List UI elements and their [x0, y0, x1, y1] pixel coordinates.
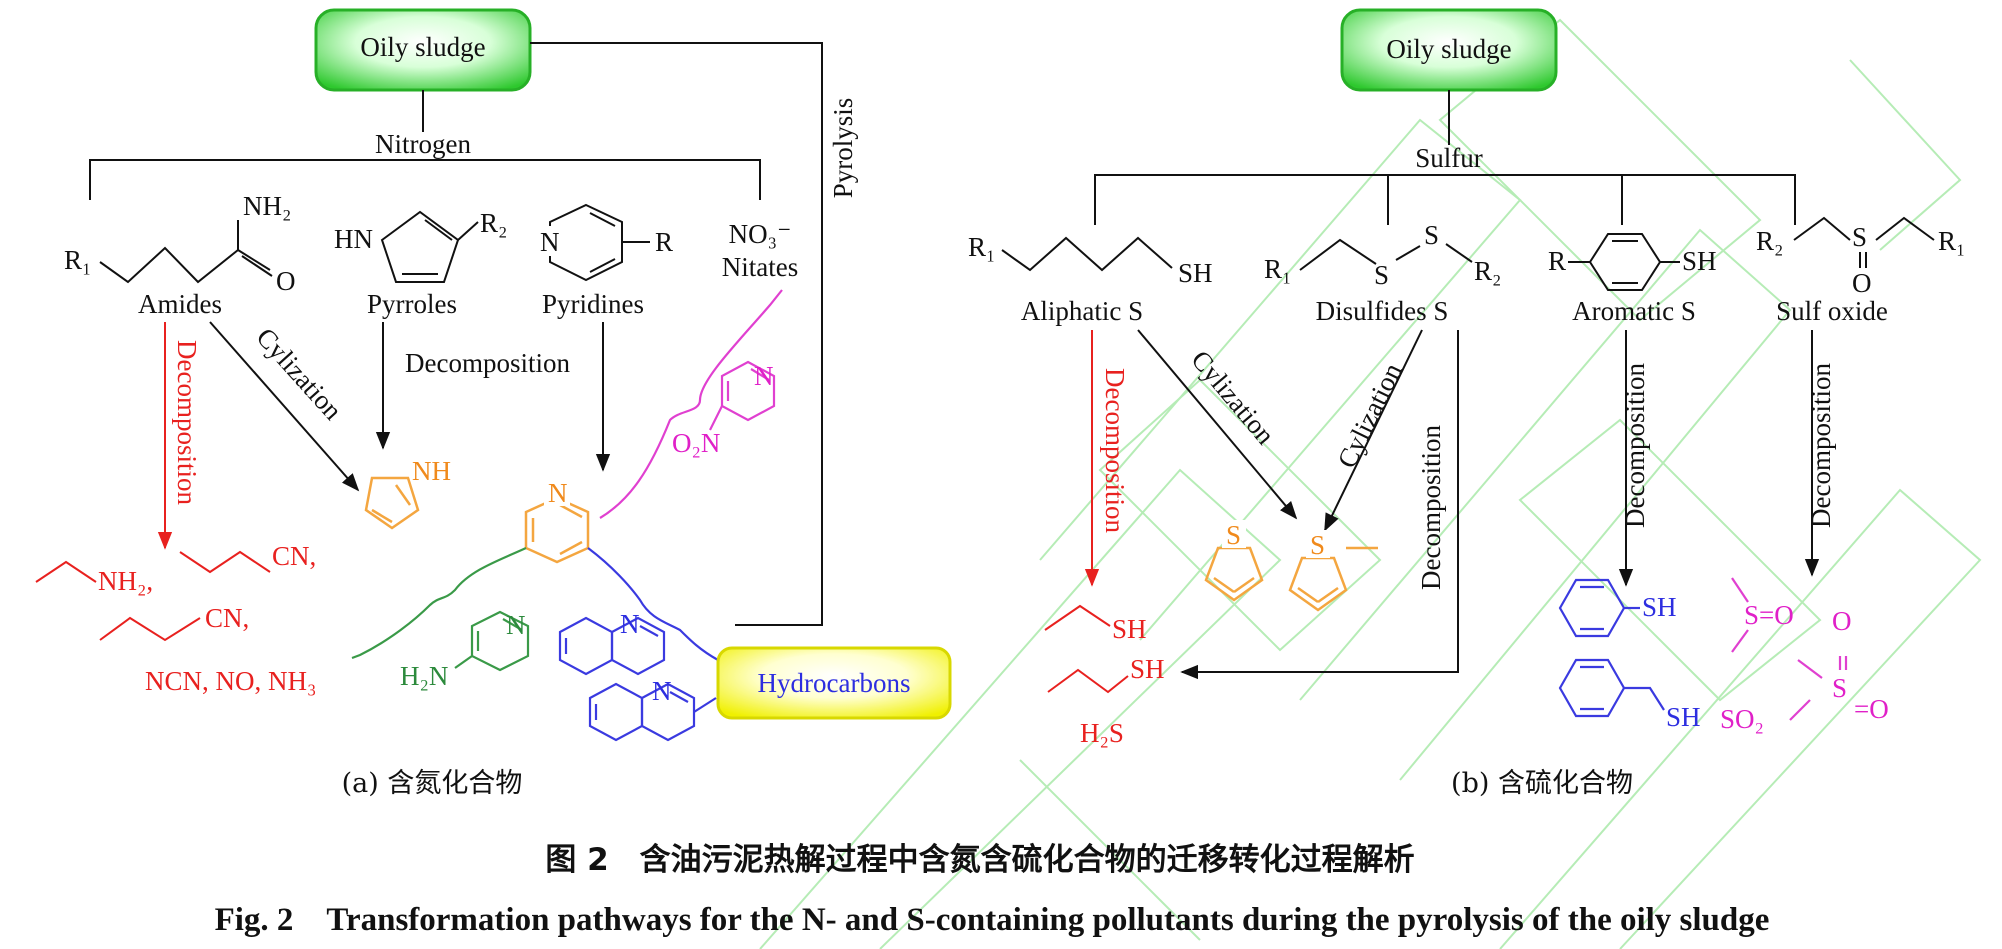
figure-caption-en: Fig. 2 Transformation pathways for the N… [215, 902, 1770, 938]
aliphatic-sh: SH [1178, 258, 1213, 288]
sulfoxide-label: Sulf oxide [1776, 296, 1888, 326]
product-pyridine: N [524, 478, 590, 564]
aromatic-r: R [1548, 246, 1566, 276]
quinoline-n: N [620, 609, 640, 639]
thiophene-s: S [1226, 520, 1241, 550]
decomposition-label: Decomposition [405, 348, 570, 378]
product-s-o: S=O [1744, 600, 1794, 630]
pyrrole-nh: NH [412, 456, 451, 486]
product-pyrrole: NH [364, 456, 451, 530]
product-sh2: SH [1130, 654, 1165, 684]
aliphatic-structure: R₁ SH Aliphatic S [968, 232, 1213, 326]
pyrrole-structure: HN R₂ Pyrroles [334, 208, 507, 319]
nitro-o2n: O₂N [672, 428, 720, 458]
product-h2n: H₂N [400, 661, 448, 691]
pyrrole-r2: R₂ [480, 208, 507, 238]
product-so2: SO₂ [1720, 704, 1764, 734]
thiophenol-sh: SH [1642, 592, 1677, 622]
hydrocarbons-box [716, 646, 952, 720]
pyrrole-hn: HN [334, 224, 373, 254]
product-h2s: H₂S [1080, 718, 1124, 748]
sulfone-s: S [1832, 673, 1847, 703]
product-cn1: CN, [272, 541, 316, 571]
cylization-1-label: Cylization [1185, 345, 1281, 451]
aromatic-structure: R SH Aromatic S [1548, 233, 1717, 326]
nitro-n: N [754, 361, 774, 391]
methylthiophene-s: S [1310, 530, 1325, 560]
aromatic-label: Aromatic S [1572, 296, 1696, 326]
aromatic-sh: SH [1682, 246, 1717, 276]
pyridine-n: N [540, 227, 560, 257]
disulfide-s2: S [1424, 220, 1439, 250]
aromatic-decomposition-label: Decomposition [1620, 363, 1650, 528]
sulfone-o-top: O [1832, 606, 1852, 636]
quinoline2-n: N [652, 676, 672, 706]
disulfide-structure: R₁ S S R₂ Disulfides S [1264, 220, 1501, 326]
amide-decomposition-label: Decomposition [172, 340, 202, 505]
aliphatic-label: Aliphatic S [1021, 296, 1143, 326]
sulfoxide-structure: R₂ S O R₁ Sulf oxide [1756, 216, 1965, 326]
disulfide-s1: S [1374, 260, 1389, 290]
sulfoxide-r2: R₂ [1756, 226, 1783, 256]
amide-nh2: NH₂ [243, 191, 291, 221]
pyridine-structure: N R Pyridines [536, 203, 673, 319]
hydrocarbons-label: Hydrocarbons [758, 668, 911, 698]
product-thiophene: S [1204, 520, 1264, 602]
disulfide-r2: R₂ [1474, 256, 1501, 286]
watermark [759, 18, 1982, 949]
sulfoxide-o: O [1852, 268, 1872, 298]
product-nitropyridine: N O₂N [672, 360, 776, 458]
sulfoxide-r1: R₁ [1938, 226, 1965, 256]
product-methylthiophene: S [1288, 530, 1378, 612]
aminopyridine-n: N [506, 610, 526, 640]
product-cn2: CN, [205, 603, 249, 633]
sulfoxide-s: S [1852, 222, 1867, 252]
sulfur-label: Sulfur [1415, 143, 1483, 173]
aliphatic-decomposition-label: Decomposition [1100, 368, 1130, 533]
amide-o: O [276, 266, 296, 296]
amide-r1: R₁ [64, 245, 91, 275]
figure-caption-cn: 图 2 含油污泥热解过程中含氮含硫化合物的迁移转化过程解析 [545, 842, 1414, 878]
product-quinoline: N [558, 609, 666, 676]
panel-b: Oily sludge Sulfur R₁ SH Aliphatic S R₁ … [968, 8, 1965, 799]
nitrate-no3: NO₃⁻ [729, 219, 792, 249]
subcaption-a: (a) 含氮化合物 [342, 768, 523, 799]
oily-sludge-label-b: Oily sludge [1386, 34, 1511, 64]
pyrroles-label: Pyrroles [367, 289, 457, 319]
product-sh1: SH [1112, 614, 1147, 644]
disulfides-label: Disulfides S [1316, 296, 1449, 326]
aliphatic-r1: R₁ [968, 232, 995, 262]
pyridine-product-n: N [548, 478, 568, 508]
product-aminopyridine: N H₂N [400, 610, 530, 691]
amide-structure: R₁ NH₂ O Amides [64, 191, 296, 319]
panel-a: Oily sludge Nitrogen Pyrolysis R₁ NH₂ O … [35, 8, 952, 799]
sulfoxide-decomposition-label: Decomposition [1806, 363, 1836, 528]
pyrolysis-label: Pyrolysis [828, 98, 858, 199]
product-gases: NCN, NO, NH₃ [145, 666, 316, 696]
disulfide-decomposition-label: Decomposition [1416, 425, 1446, 590]
benzylthiol-sh: SH [1666, 702, 1701, 732]
product-benzylthiol: SH [1558, 658, 1701, 732]
sulfone-o-right: =O [1854, 694, 1889, 724]
aliphatic-products: SH SH H₂S [1044, 604, 1165, 748]
nitrates-label: Nitates [722, 252, 798, 282]
product-nh2: NH₂, [98, 566, 153, 596]
amide-cylization-label: Cylization [251, 322, 349, 426]
pyridine-r: R [655, 227, 673, 257]
product-methylquinoline: N [588, 676, 717, 742]
product-thiophenol: SH [1558, 578, 1677, 638]
oily-sludge-label-a: Oily sludge [360, 32, 485, 62]
nitrogen-label: Nitrogen [375, 129, 471, 159]
product-sulfoxide-fragments: S=O SO₂ O S =O [1720, 577, 1889, 734]
amides-label: Amides [138, 289, 222, 319]
amide-products: NH₂, CN, CN, NCN, NO, NH₃ [35, 541, 316, 696]
subcaption-b: (b) 含硫化合物 [1451, 768, 1633, 799]
disulfide-r1: R₁ [1264, 254, 1291, 284]
pyridines-label: Pyridines [542, 289, 644, 319]
